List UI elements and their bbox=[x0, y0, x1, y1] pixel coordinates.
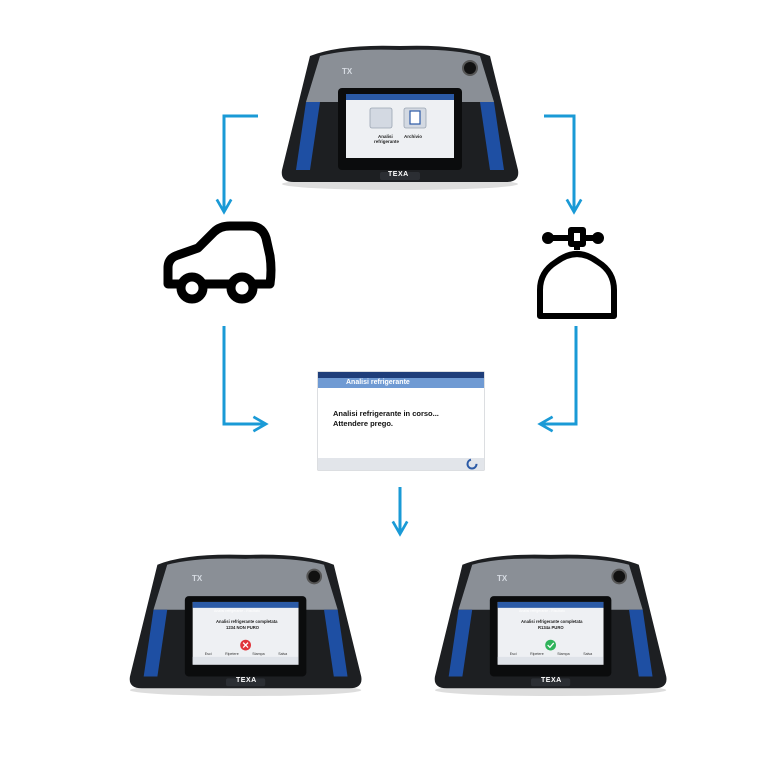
right-screen-buttons: Esci Ripetere Stampa Salva bbox=[503, 652, 599, 656]
left-result-device-screen-header bbox=[192, 601, 299, 608]
center-screen bbox=[317, 371, 485, 471]
right-result-device-stripe-left bbox=[448, 609, 473, 677]
right-result-device-brand-plate bbox=[531, 678, 571, 687]
right-result-device-success-icon bbox=[545, 639, 556, 651]
right-result-device-screen-header bbox=[497, 601, 604, 608]
top-device-screen-header bbox=[346, 94, 454, 100]
spinner-icon bbox=[466, 458, 478, 470]
left-result-device-power-button bbox=[306, 568, 323, 585]
right-repeat-button[interactable]: Ripetere bbox=[530, 652, 544, 656]
right-result-device-power-button bbox=[611, 568, 628, 585]
left-screen-line1: Analisi refrigerante completata bbox=[216, 619, 278, 624]
right-screen-header: Analisi refrigerante - Risultato bbox=[519, 609, 565, 613]
right-exit-button[interactable]: Esci bbox=[509, 652, 517, 656]
top-device-stripe-left bbox=[296, 102, 320, 170]
right-result-device-check-mark bbox=[547, 642, 555, 649]
top-device-screen bbox=[346, 94, 454, 158]
right-device-model: TX bbox=[497, 574, 508, 583]
devices bbox=[129, 45, 667, 697]
left-print-button[interactable]: Stampa bbox=[252, 652, 265, 656]
top-device-power-button bbox=[462, 60, 478, 76]
archive-icon bbox=[409, 110, 421, 125]
arrow-cylinder-to-screen bbox=[537, 326, 578, 433]
refrigerant-analysis-tile bbox=[369, 107, 393, 129]
left-result-device-stripe-left bbox=[143, 609, 168, 677]
left-result-device bbox=[129, 554, 362, 697]
center-screen-title: Analisi refrigerante bbox=[346, 379, 410, 386]
left-device-model: TX bbox=[192, 574, 203, 583]
top-screen-tile-right-label: Archivio bbox=[404, 134, 423, 139]
top-screen-tile-left-label-1: Analisi bbox=[378, 134, 393, 139]
right-screen-line2: R134a PURO bbox=[538, 625, 564, 630]
center-screen-line2: Attendere prego. bbox=[333, 419, 394, 428]
right-save-button[interactable]: Salva bbox=[583, 652, 593, 656]
right-result-device-screen bbox=[497, 601, 604, 665]
left-result-device-button-bar bbox=[192, 656, 299, 665]
left-screen-buttons: Esci Ripetere Stampa Salva bbox=[198, 652, 294, 656]
arrow-car-to-screen bbox=[222, 326, 269, 433]
left-result-device-cross-mark bbox=[242, 642, 249, 648]
left-screen-line2: 1234 NON PURO bbox=[226, 625, 260, 630]
right-result-device bbox=[434, 554, 667, 697]
arrows bbox=[215, 114, 583, 537]
right-screen-line1: Analisi refrigerante completata bbox=[521, 619, 583, 624]
top-screen-tile-left-label-2: refrigerante bbox=[374, 139, 400, 144]
right-device-brand: TEXA bbox=[541, 677, 562, 684]
left-result-device-screen bbox=[192, 601, 299, 665]
top-device-brand-plate bbox=[380, 172, 420, 180]
top-device-model: TX bbox=[342, 67, 353, 76]
arrow-top-to-cylinder bbox=[544, 114, 583, 215]
gas-cylinder-icon bbox=[537, 227, 617, 319]
right-print-button[interactable]: Stampa bbox=[557, 652, 570, 656]
center-screen-line1: Analisi refrigerante in corso... bbox=[333, 409, 439, 418]
left-result-device-brand-plate bbox=[226, 678, 266, 687]
left-exit-button[interactable]: Esci bbox=[204, 652, 212, 656]
right-result-device-stripe-right bbox=[629, 609, 653, 677]
left-save-button[interactable]: Salva bbox=[278, 652, 288, 656]
right-result-device-button-bar bbox=[497, 656, 604, 665]
car-icon bbox=[163, 221, 276, 304]
left-device-brand: TEXA bbox=[236, 677, 257, 684]
top-device-brand: TEXA bbox=[388, 171, 409, 178]
left-repeat-button[interactable]: Ripetere bbox=[225, 652, 239, 656]
arrow-top-to-car bbox=[215, 114, 258, 215]
left-result-device-stripe-right bbox=[324, 609, 348, 677]
top-device-stripe-right bbox=[480, 102, 504, 170]
top-device bbox=[281, 45, 519, 190]
left-screen-header: Analisi refrigerante - Risultato bbox=[214, 609, 260, 613]
